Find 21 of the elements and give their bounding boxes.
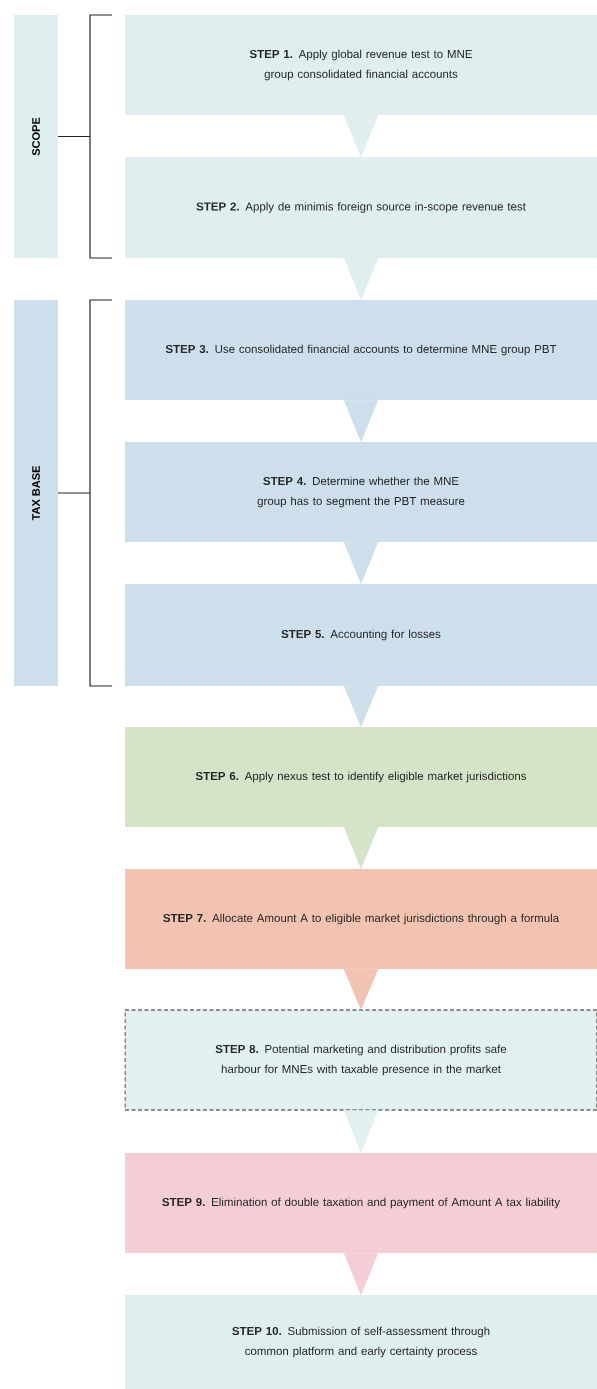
arrow (343, 258, 379, 300)
step-box: STEP 9. Elimination of double taxation and payment of Amount A tax liability (125, 1153, 597, 1253)
arrow (343, 400, 379, 442)
arrow (343, 1253, 379, 1295)
step-box: STEP 7. Allocate Amount A to eligible market jurisdictions through a formula (125, 869, 597, 969)
step-box: STEP 6. Apply nexus test to identify eligible market jurisdictions (125, 727, 597, 827)
step-box: STEP 1. Apply global revenue test to MNE group consolidated financial accounts (125, 15, 597, 115)
arrow (343, 542, 379, 584)
arrow (343, 115, 379, 157)
arrow (343, 827, 379, 869)
section-band: SCOPE (14, 15, 58, 258)
step-box: STEP 2. Apply de minimis foreign source in-scope revenue test (125, 157, 597, 258)
arrow (343, 1110, 379, 1153)
arrow (343, 969, 379, 1010)
step-box: STEP 5. Accounting for losses (125, 584, 597, 686)
section-band: TAX BASE (14, 300, 58, 686)
step-box: STEP 3. Use consolidated financial accounts to determine MNE group PBT (125, 300, 597, 400)
arrow (343, 686, 379, 727)
step-box: STEP 4. Determine whether the MNE group has to segment the PBT measure (125, 442, 597, 542)
dashed-step-box: STEP 8. Potential marketing and distribution profits safe harbour for MNEs with taxable presence in the market (124, 1009, 597, 1111)
step-box: STEP 10. Submission of self-assessment through common platform and early certainty process (125, 1295, 597, 1389)
